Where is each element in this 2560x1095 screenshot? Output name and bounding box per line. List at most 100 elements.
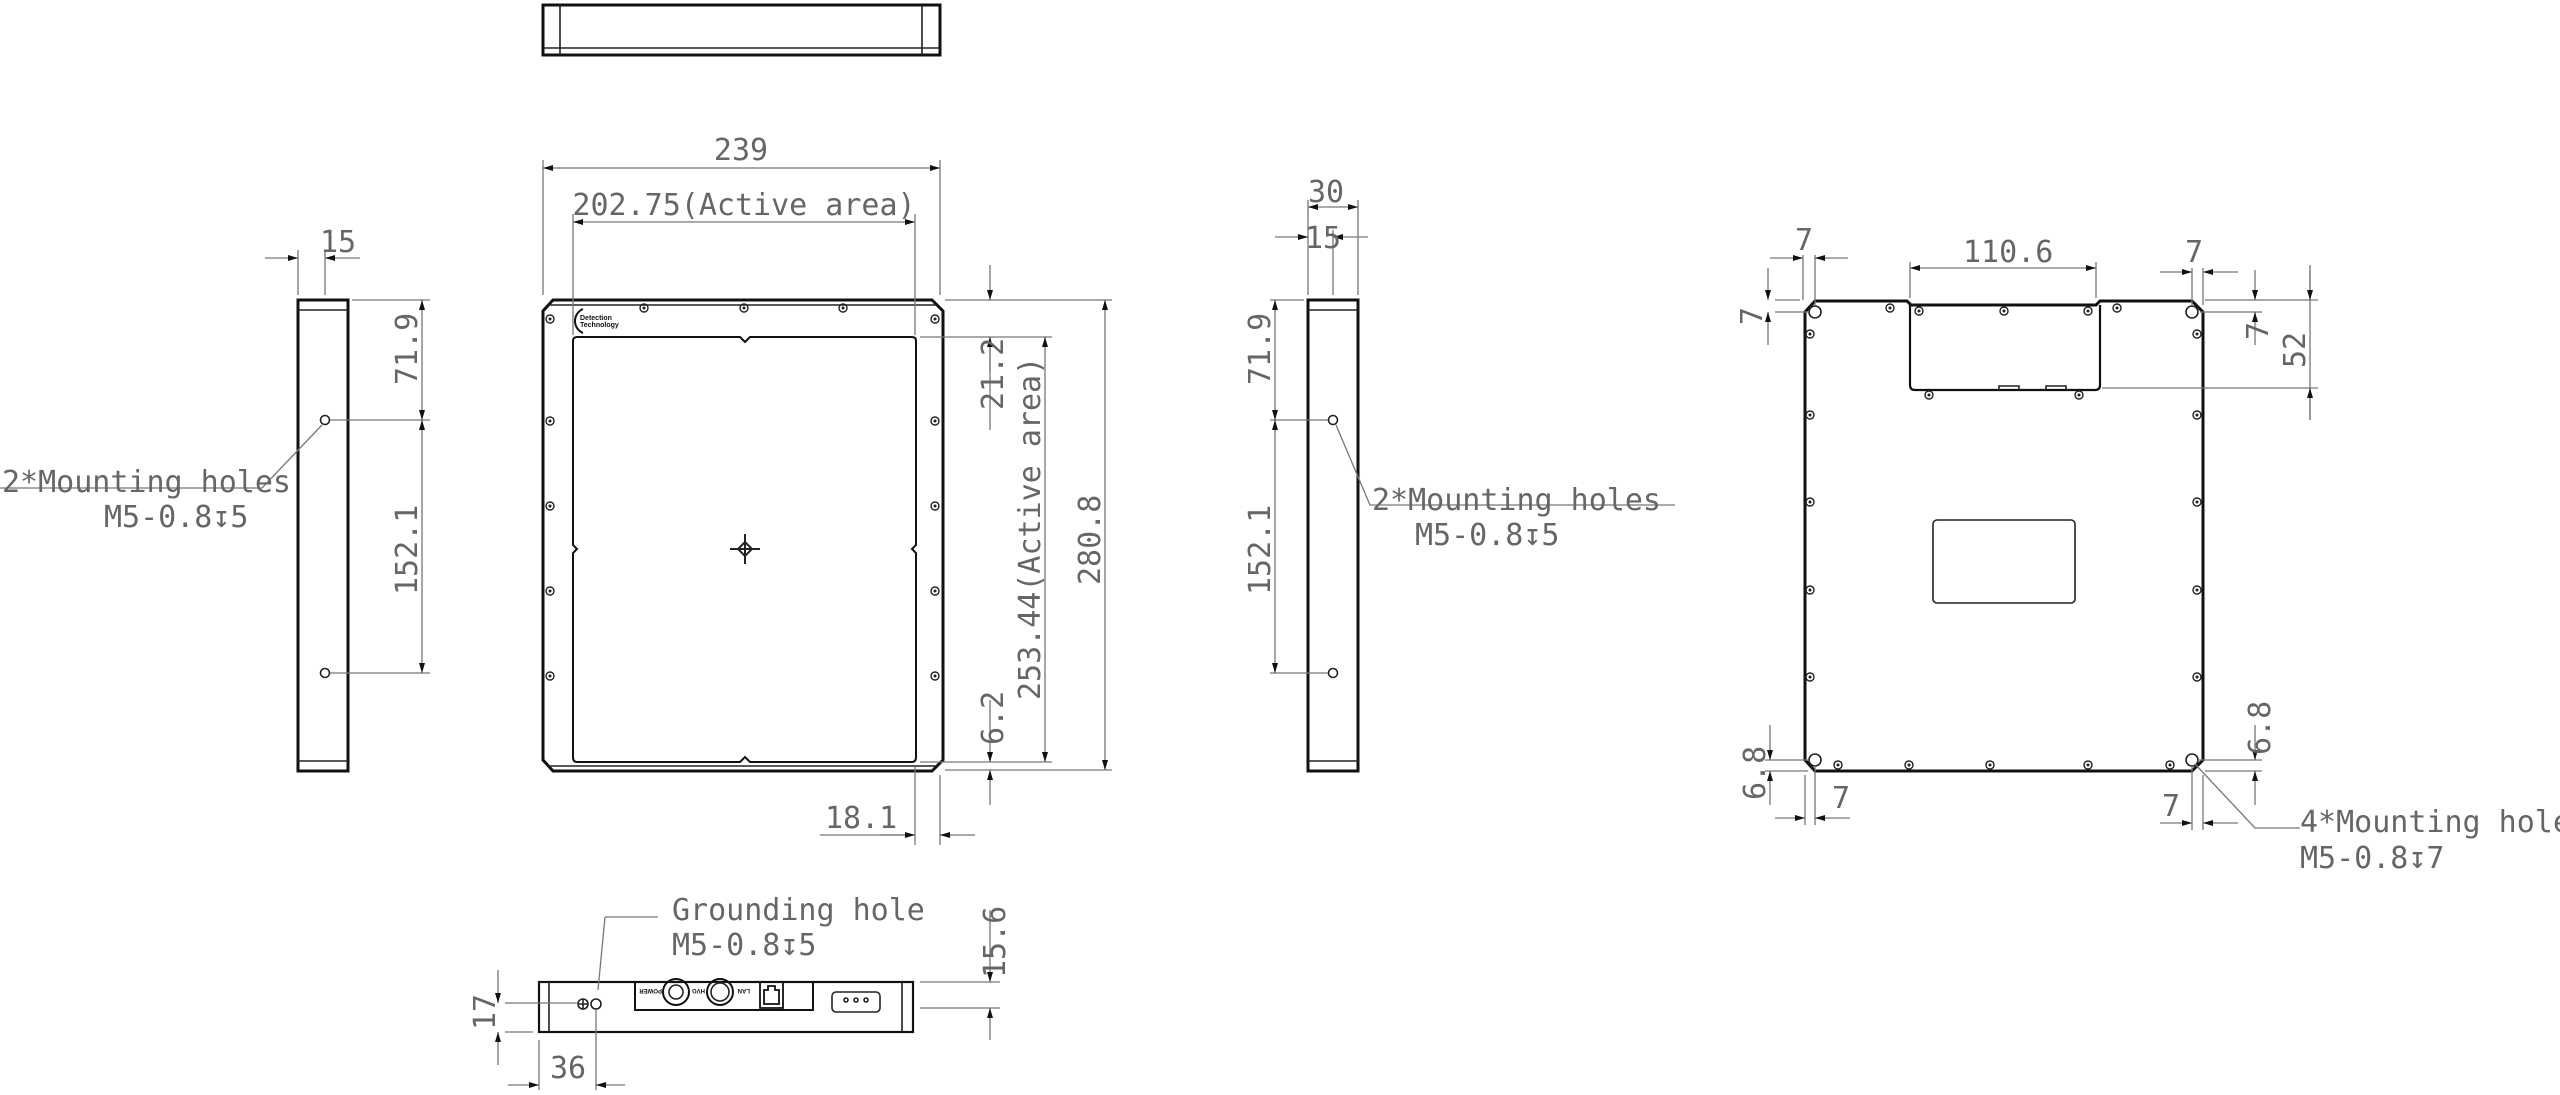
company-logo: Detection Technology: [574, 308, 619, 334]
left-side-view: 15 71.9 152.1 2*Mounting holes M5-0.8↧5: [0, 225, 430, 773]
screw-icon: [1985, 760, 1995, 770]
dim-15-right: 15: [1305, 221, 1341, 256]
screw-icon: [1805, 329, 1815, 339]
dim-7-right-y: 7: [2241, 322, 2276, 340]
dim-7-bottom-right: 7: [2162, 789, 2180, 824]
dim-52: 52: [2278, 332, 2313, 368]
screw-icon: [930, 416, 940, 426]
screw-icon: [1999, 306, 2009, 316]
screw-icon: [739, 303, 749, 313]
dim-15-6: 15.6: [978, 906, 1013, 978]
dim-36: 36: [550, 1051, 586, 1086]
mounting-hole: [1808, 753, 1822, 767]
screw-icon: [930, 501, 940, 511]
dim-30: 30: [1308, 175, 1344, 210]
bottom-view: POWER HVG LAN: [537, 978, 915, 1034]
lan-port: [759, 981, 784, 1009]
dim-6-2: 6.2: [976, 691, 1011, 745]
dim-15-left: 15: [320, 225, 356, 260]
mounting-hole: [2185, 753, 2199, 767]
front-view: Detection Technology: [541, 298, 945, 773]
power-label: POWER: [639, 987, 662, 993]
screw-icon: [1805, 497, 1815, 507]
right-holes-spec: M5-0.8↧5: [1415, 518, 1560, 553]
bottom-dimensions: Grounding hole M5-0.8↧5 17 36 15.6: [468, 893, 1013, 1090]
ground-symbol-icon: [577, 998, 589, 1010]
lan-label: LAN: [738, 987, 750, 993]
screw-icon: [930, 586, 940, 596]
right-side-view: 30 15 71.9 152.1 2*Mounting holes M5-0.8…: [1243, 175, 1675, 773]
dim-239: 239: [714, 133, 768, 168]
screw-icon: [2083, 760, 2093, 770]
screw-icon: [838, 303, 848, 313]
led-panel: [831, 991, 881, 1013]
screw-icon: [2074, 390, 2084, 400]
screw-icon: [2192, 329, 2202, 339]
svg-text:Detection: Detection: [580, 315, 612, 322]
screw-icon: [930, 314, 940, 324]
led-indicators: [843, 997, 869, 1003]
dim-152-1-right: 152.1: [1243, 505, 1278, 595]
screw-icon: [639, 303, 649, 313]
screw-icon: [545, 586, 555, 596]
mounting-hole: [319, 667, 331, 679]
back-dimensions: 7 7 110.6 7 7 52 6.8 7 6.8 7 4*Mounting …: [1735, 223, 2560, 876]
dim-6-8-left: 6.8: [1738, 746, 1773, 800]
screw-icon: [2192, 410, 2202, 420]
back-holes-spec: M5-0.8↧7: [2300, 841, 2445, 876]
screw-icon: [930, 671, 940, 681]
power-connector: [662, 978, 690, 1006]
dim-110-6: 110.6: [1963, 235, 2053, 270]
screw-icon: [1833, 760, 1843, 770]
dim-280-8: 280.8: [1073, 495, 1108, 585]
right-holes-label: 2*Mounting holes: [1372, 483, 1661, 518]
back-view: [1803, 299, 2205, 773]
grounding-hole: [590, 998, 602, 1010]
ground-spec: M5-0.8↧5: [672, 928, 817, 963]
screw-icon: [1805, 410, 1815, 420]
mounting-hole: [1327, 667, 1339, 679]
screw-icon: [545, 671, 555, 681]
screw-icon: [545, 501, 555, 511]
top-view: [541, 3, 942, 57]
dim-7-top-right: 7: [2185, 235, 2203, 270]
mounting-hole: [2185, 305, 2199, 319]
screw-icon: [2192, 585, 2202, 595]
dim-21-2: 21.2: [976, 338, 1011, 410]
hvg-label: HVG: [692, 987, 705, 993]
back-holes-label: 4*Mounting holes: [2300, 805, 2560, 840]
screw-icon: [2165, 760, 2175, 770]
dim-7-top-left: 7: [1795, 223, 1813, 258]
dim-17: 17: [468, 994, 503, 1030]
screw-icon: [2112, 303, 2122, 313]
dim-71-9-right: 71.9: [1243, 313, 1278, 385]
mounting-hole: [1327, 414, 1339, 426]
dim-7-left-y: 7: [1735, 307, 1770, 325]
label-plate: [1932, 519, 2076, 604]
dim-152-1-left: 152.1: [390, 505, 425, 595]
dim-6-8-right: 6.8: [2243, 701, 2278, 755]
screw-icon: [1805, 585, 1815, 595]
left-holes-spec: M5-0.8↧5: [104, 500, 249, 535]
screw-icon: [1904, 760, 1914, 770]
screw-icon: [1805, 672, 1815, 682]
dim-active-width: 202.75(Active area): [572, 188, 915, 223]
screw-icon: [1914, 306, 1924, 316]
dim-active-height: 253.44(Active area): [1013, 357, 1048, 700]
crosshair-mark: [730, 534, 760, 564]
dim-18-1: 18.1: [825, 801, 897, 836]
svg-text:Technology: Technology: [580, 322, 619, 329]
mounting-hole: [319, 414, 331, 426]
screw-icon: [545, 314, 555, 324]
screw-icon: [2192, 672, 2202, 682]
dim-7-bottom-left: 7: [1832, 781, 1850, 816]
screw-icon: [545, 416, 555, 426]
front-dimensions: 239 202.75(Active area) 21.2 6.2 253.44(…: [542, 133, 1112, 845]
ground-label: Grounding hole: [672, 893, 925, 928]
hvg-connector: [706, 978, 734, 1006]
screw-icon: [1885, 303, 1895, 313]
dim-71-9-left: 71.9: [390, 313, 425, 385]
screw-icon: [2083, 306, 2093, 316]
left-holes-label: 2*Mounting holes: [2, 465, 291, 500]
